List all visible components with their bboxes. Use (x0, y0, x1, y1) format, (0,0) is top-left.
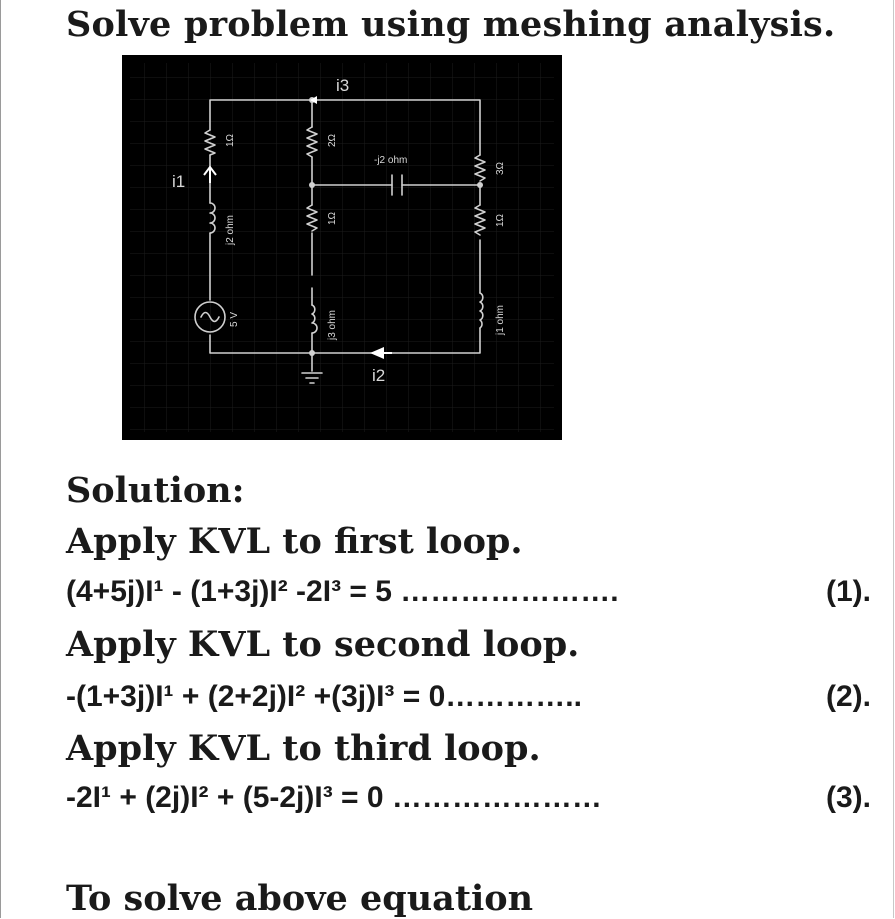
footer-text: To solve above equation (66, 878, 534, 919)
i2-arrowhead (370, 347, 384, 359)
circuit-diagram: i1 i3 i2 1Ω j2 ohm 5 V 2Ω 1Ω j3 ohm -j2 … (122, 55, 562, 440)
inductor-l3 (479, 292, 484, 329)
equation-2-text: -(1+3j)I¹ + (2+2j)I² +(3j)I³ = 0 (66, 680, 446, 713)
mesh-label-i3: i3 (336, 76, 349, 95)
equation-1-leader: …………………. (400, 575, 619, 608)
step3-title: Apply KVL to third loop. (66, 728, 541, 769)
label-source: 5 V (229, 312, 240, 327)
step1-title: Apply KVL to first loop. (66, 521, 523, 562)
inductor-l2 (311, 304, 318, 334)
label-l3: j1 ohm (495, 305, 506, 336)
page-edge-left (0, 0, 1, 918)
label-r3: 1Ω (327, 211, 338, 225)
label-r5: 1Ω (495, 213, 506, 227)
page-edge-right (893, 0, 894, 918)
equation-3-tag: (3). (826, 781, 871, 814)
i1-arrow (203, 165, 217, 183)
label-l1: j2 ohm (225, 215, 236, 246)
step2-title: Apply KVL to second loop. (66, 624, 580, 665)
equation-2-leader: ………….. (445, 680, 582, 713)
voltage-source-wave (200, 311, 220, 323)
mesh-label-i1: i1 (172, 172, 185, 191)
equation-1-text: (4+5j)I¹ - (1+3j)I² -2I³ = 5 (66, 575, 392, 608)
page-title: Solve problem using meshing analysis. (66, 4, 836, 45)
i3-dot (310, 96, 317, 104)
node-middle-left (309, 182, 315, 188)
equation-1-tag: (1). (826, 575, 871, 608)
label-r1: 1Ω (225, 133, 236, 147)
inductor-l1 (209, 202, 216, 234)
label-r4: 3Ω (495, 161, 506, 175)
voltage-source (194, 301, 226, 333)
resistor-r4 (474, 154, 486, 182)
label-l2: j3 ohm (327, 310, 338, 341)
resistor-r2 (306, 126, 318, 158)
node-middle-right (477, 182, 483, 188)
grid-background (130, 63, 554, 432)
mesh-label-i2: i2 (372, 366, 385, 385)
equation-3-leader: ………………… (391, 781, 602, 814)
capacitor-c1 (391, 174, 403, 196)
ground-symbol (301, 372, 323, 384)
equation-2-tag: (2). (826, 680, 871, 713)
resistor-r3 (306, 204, 318, 232)
node-bottom (309, 350, 315, 356)
label-r2: 2Ω (327, 133, 338, 147)
resistor-r5 (474, 204, 486, 236)
equation-3-text: -2I¹ + (2j)I² + (5-2j)I³ = 0 (66, 781, 384, 814)
solution-heading: Solution: (66, 470, 245, 511)
resistor-r1 (204, 129, 216, 156)
label-cap: -j2 ohm (374, 155, 407, 166)
